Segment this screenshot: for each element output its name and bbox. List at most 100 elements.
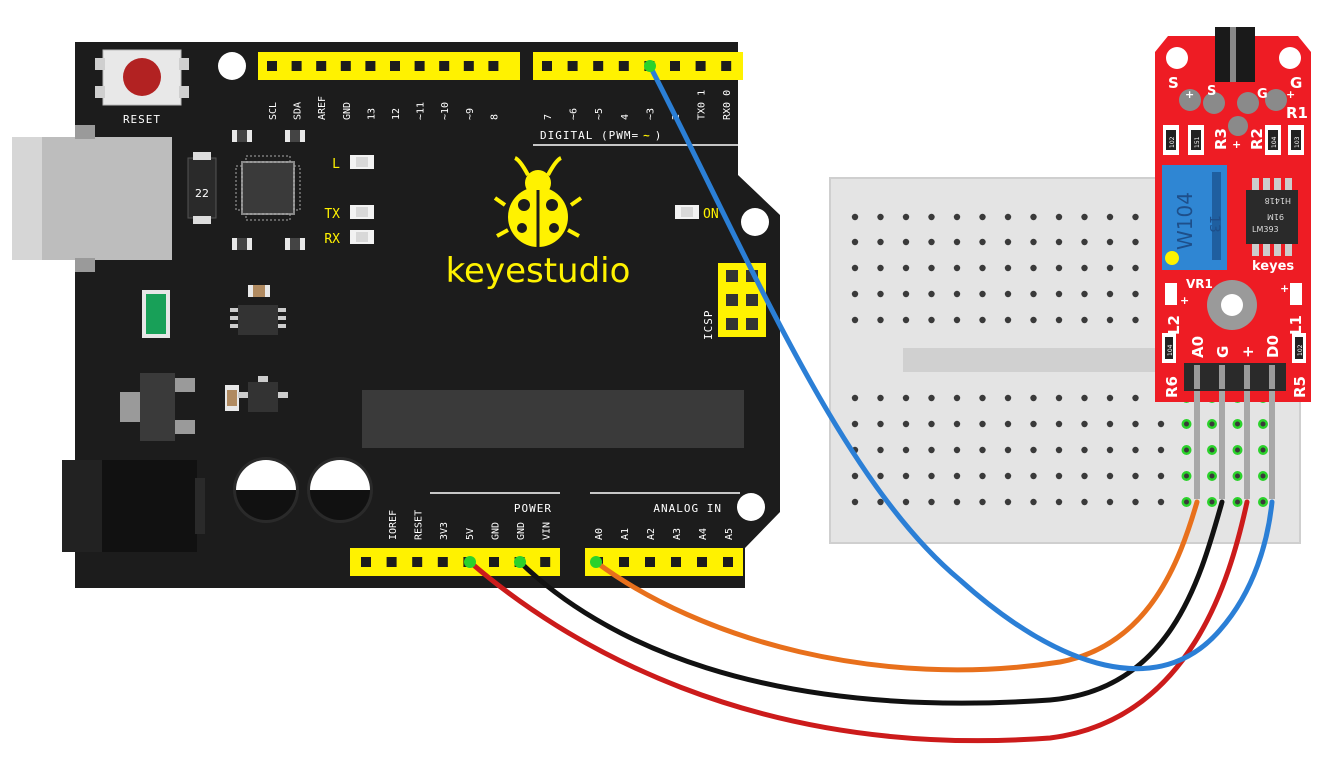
breadboard-hole bbox=[1106, 238, 1114, 246]
breadboard-hole bbox=[1030, 472, 1037, 480]
icsp-label: ICSP bbox=[702, 310, 715, 341]
digital-pin-label: ~10 bbox=[440, 102, 451, 120]
label-s-inner: S bbox=[1207, 84, 1216, 99]
icsp-header bbox=[718, 263, 766, 337]
wire-a0-to-a0[interactable] bbox=[593, 499, 1200, 673]
breadboard-hole bbox=[953, 264, 961, 272]
potentiometer[interactable]: W104 13 bbox=[1162, 165, 1227, 270]
breadboard-hole bbox=[1030, 264, 1037, 272]
breadboard-hole bbox=[1030, 394, 1037, 402]
header-pin[interactable] bbox=[695, 61, 706, 71]
header-pin[interactable] bbox=[619, 557, 629, 567]
breadboard-hole bbox=[1132, 213, 1139, 221]
breadboard-hole bbox=[1004, 264, 1012, 272]
pot-code: W104 bbox=[1173, 192, 1197, 250]
label-g-right: G bbox=[1290, 74, 1302, 92]
breadboard-hole bbox=[902, 290, 910, 298]
header-pin[interactable] bbox=[267, 61, 277, 71]
header-pin[interactable] bbox=[316, 61, 327, 71]
breadboard-hole bbox=[1004, 446, 1012, 454]
header-pin[interactable] bbox=[361, 557, 371, 567]
wire-digital-3-to-d0[interactable] bbox=[647, 63, 1275, 672]
header-pin[interactable] bbox=[386, 557, 397, 567]
breadboard-hole bbox=[1004, 394, 1012, 402]
header-pin[interactable] bbox=[540, 557, 551, 567]
header-pin[interactable] bbox=[593, 61, 604, 71]
breadboard-hole bbox=[1106, 394, 1114, 402]
power-pin-label: VIN bbox=[542, 522, 553, 540]
header-pin[interactable] bbox=[414, 61, 425, 71]
led-rx bbox=[350, 230, 374, 244]
header-pin[interactable] bbox=[567, 61, 578, 71]
breadboard-hole bbox=[1004, 213, 1012, 221]
header-pin[interactable] bbox=[291, 61, 302, 71]
breadboard-hole bbox=[1081, 498, 1088, 506]
breadboard-hole bbox=[851, 264, 859, 272]
breadboard-hole bbox=[1132, 290, 1139, 298]
breadboard-hole bbox=[979, 213, 986, 221]
header-pin[interactable] bbox=[670, 61, 680, 71]
header-pin[interactable] bbox=[542, 61, 552, 71]
led-tx bbox=[350, 205, 374, 219]
svg-text:103: 103 bbox=[1294, 136, 1301, 148]
power-pin-label: GND bbox=[516, 522, 527, 540]
analog-pin-label: A3 bbox=[672, 528, 683, 540]
header-pin[interactable] bbox=[437, 557, 448, 567]
header-pin[interactable] bbox=[463, 61, 474, 71]
dc-power-jack bbox=[62, 460, 205, 552]
breadboard-hole bbox=[877, 238, 884, 246]
wire-gnd-to-g[interactable] bbox=[517, 499, 1225, 706]
breadboard-hole bbox=[979, 472, 986, 480]
voltage-regulator bbox=[120, 373, 195, 441]
wire-5v-to-plus[interactable] bbox=[467, 499, 1250, 744]
breadboard-hole bbox=[902, 394, 910, 402]
breadboard-hole bbox=[1004, 498, 1012, 506]
analog-pin-label: A0 bbox=[594, 528, 605, 540]
header-pin[interactable] bbox=[697, 557, 707, 567]
wires bbox=[464, 60, 1275, 744]
header-pin[interactable] bbox=[723, 557, 733, 567]
breadboard-hole bbox=[928, 446, 935, 454]
arduino-board: RESET 22 bbox=[12, 42, 780, 588]
svg-text:102: 102 bbox=[1169, 136, 1176, 148]
breadboard-hole bbox=[902, 264, 910, 272]
digital-pin-label: ~11 bbox=[416, 102, 427, 120]
header-pin[interactable] bbox=[439, 61, 450, 71]
breadboard-hole bbox=[1055, 264, 1063, 272]
breadboard-hole bbox=[1004, 316, 1012, 324]
header-pin[interactable] bbox=[645, 557, 655, 567]
header-pin[interactable] bbox=[721, 61, 732, 71]
breadboard-hole bbox=[877, 498, 884, 506]
breadboard-hole bbox=[1132, 238, 1139, 246]
breadboard-hole bbox=[1081, 264, 1088, 272]
dip-chip bbox=[362, 390, 744, 448]
digital-header-left bbox=[258, 52, 520, 80]
breadboard-hole bbox=[953, 290, 961, 298]
module-pin-D0 bbox=[1269, 391, 1275, 499]
label-s-left: S bbox=[1168, 74, 1179, 92]
comparator-chip: H1418 91M LM393 bbox=[1246, 178, 1298, 256]
svg-text:104: 104 bbox=[1271, 136, 1278, 148]
header-pin[interactable] bbox=[340, 61, 351, 71]
header-pin[interactable] bbox=[671, 557, 681, 567]
header-pin[interactable] bbox=[489, 557, 499, 567]
header-pin[interactable] bbox=[365, 61, 376, 71]
header-pin[interactable] bbox=[390, 61, 400, 71]
breadboard-hole bbox=[902, 498, 910, 506]
reset-button[interactable] bbox=[95, 49, 189, 106]
header-pin[interactable] bbox=[488, 61, 499, 71]
microcontroller-chip bbox=[235, 155, 301, 221]
breadboard-hole bbox=[1132, 394, 1139, 402]
breadboard-hole bbox=[979, 238, 986, 246]
breadboard-hole bbox=[1004, 472, 1012, 480]
breadboard-hole bbox=[1132, 472, 1139, 480]
svg-text:+: + bbox=[1280, 282, 1289, 295]
breadboard-hole bbox=[928, 290, 935, 298]
breadboard-hole bbox=[953, 420, 961, 428]
header-pin[interactable] bbox=[618, 61, 629, 71]
breadboard-hole bbox=[928, 213, 935, 221]
digital-pin-label: ~5 bbox=[594, 108, 605, 120]
header-pin[interactable] bbox=[412, 557, 423, 567]
breadboard-hole bbox=[1030, 420, 1037, 428]
